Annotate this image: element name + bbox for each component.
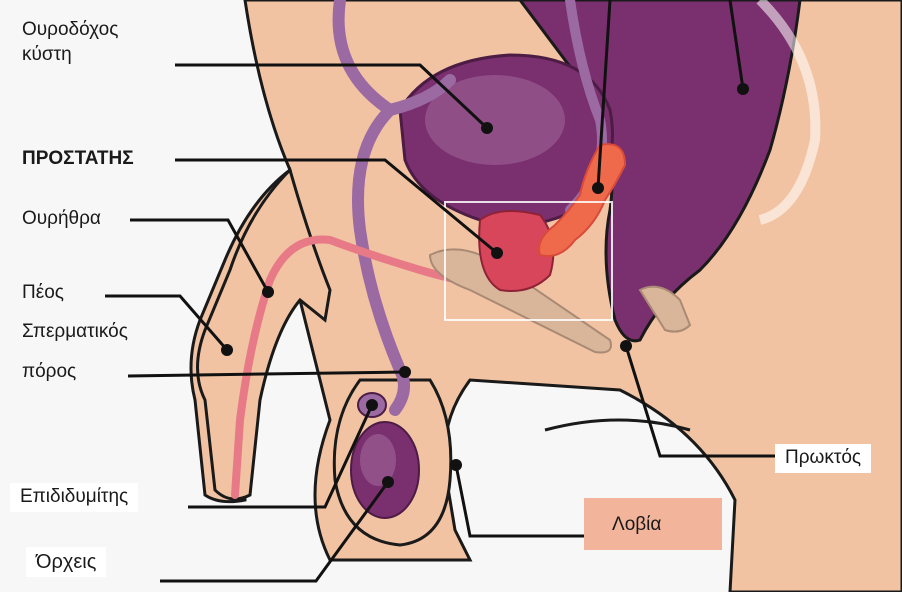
- label-penis: Πέος: [22, 281, 64, 306]
- label-bladder-line2: κύστη: [22, 43, 72, 68]
- label-bladder-line1: Ουροδόχος: [22, 18, 118, 43]
- label-vas-line1: Σπερματικός: [22, 320, 128, 345]
- label-rectum: Πρωκτός: [775, 444, 871, 473]
- label-urethra: Ουρήθρα: [22, 207, 101, 232]
- label-lobia: Λοβία: [612, 513, 661, 538]
- label-vas-line2: πόρος: [22, 360, 76, 385]
- label-epididymis: Επιδιδυμίτης: [10, 483, 138, 512]
- label-testes: Όρχεις: [26, 547, 106, 577]
- label-prostate: ΠΡΟΣΤΑΤΗΣ: [22, 147, 134, 172]
